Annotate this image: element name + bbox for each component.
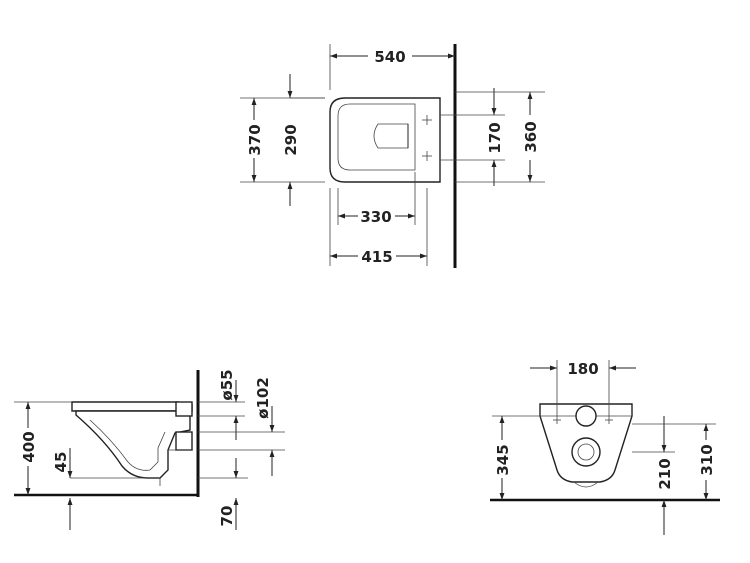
dim-label-360: 360 <box>522 121 540 152</box>
dim-label-45: 45 <box>52 452 70 473</box>
dim-label-310: 310 <box>698 444 716 475</box>
inlet-pipe-55 <box>175 401 193 417</box>
dim-label-102: ø102 <box>254 377 272 419</box>
seat-lid <box>71 401 193 412</box>
dim-label-180: 180 <box>567 360 598 378</box>
dim-label-70: 70 <box>218 506 236 527</box>
fixing-point-lower <box>422 151 432 161</box>
top-view: 540 370 290 170 360 330 4 <box>240 44 545 268</box>
front-fixing-right <box>605 416 613 424</box>
flush-outlet-shape <box>373 123 409 149</box>
front-fixing-left <box>553 416 561 424</box>
dim-label-330: 330 <box>360 208 391 226</box>
outlet-circle-outer <box>571 437 601 467</box>
dim-label-400: 400 <box>20 431 38 462</box>
toilet-bowl-outline <box>329 97 441 183</box>
dim-label-540: 540 <box>374 48 405 66</box>
outlet-circle-inner <box>577 443 595 461</box>
dim-label-415: 415 <box>361 248 392 266</box>
dim-label-55: ø55 <box>218 369 236 400</box>
inlet-circle <box>575 405 597 427</box>
dim-label-210: 210 <box>656 458 674 489</box>
dim-label-170: 170 <box>486 122 504 153</box>
toilet-bowl-inner <box>337 103 416 171</box>
bowl-side-profile <box>75 410 191 479</box>
outlet-pipe-102 <box>175 431 193 451</box>
front-view: 180 345 210 310 <box>490 360 720 535</box>
side-view: 400 45 ø55 ø102 70 <box>14 369 285 530</box>
dim-label-290: 290 <box>282 124 300 155</box>
fixing-point-upper <box>422 115 432 125</box>
dim-label-370: 370 <box>246 124 264 155</box>
dim-label-345: 345 <box>494 444 512 475</box>
